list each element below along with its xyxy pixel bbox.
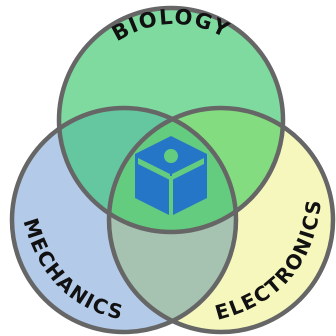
circle-outlines [9, 5, 336, 335]
cube-icon [135, 136, 207, 218]
